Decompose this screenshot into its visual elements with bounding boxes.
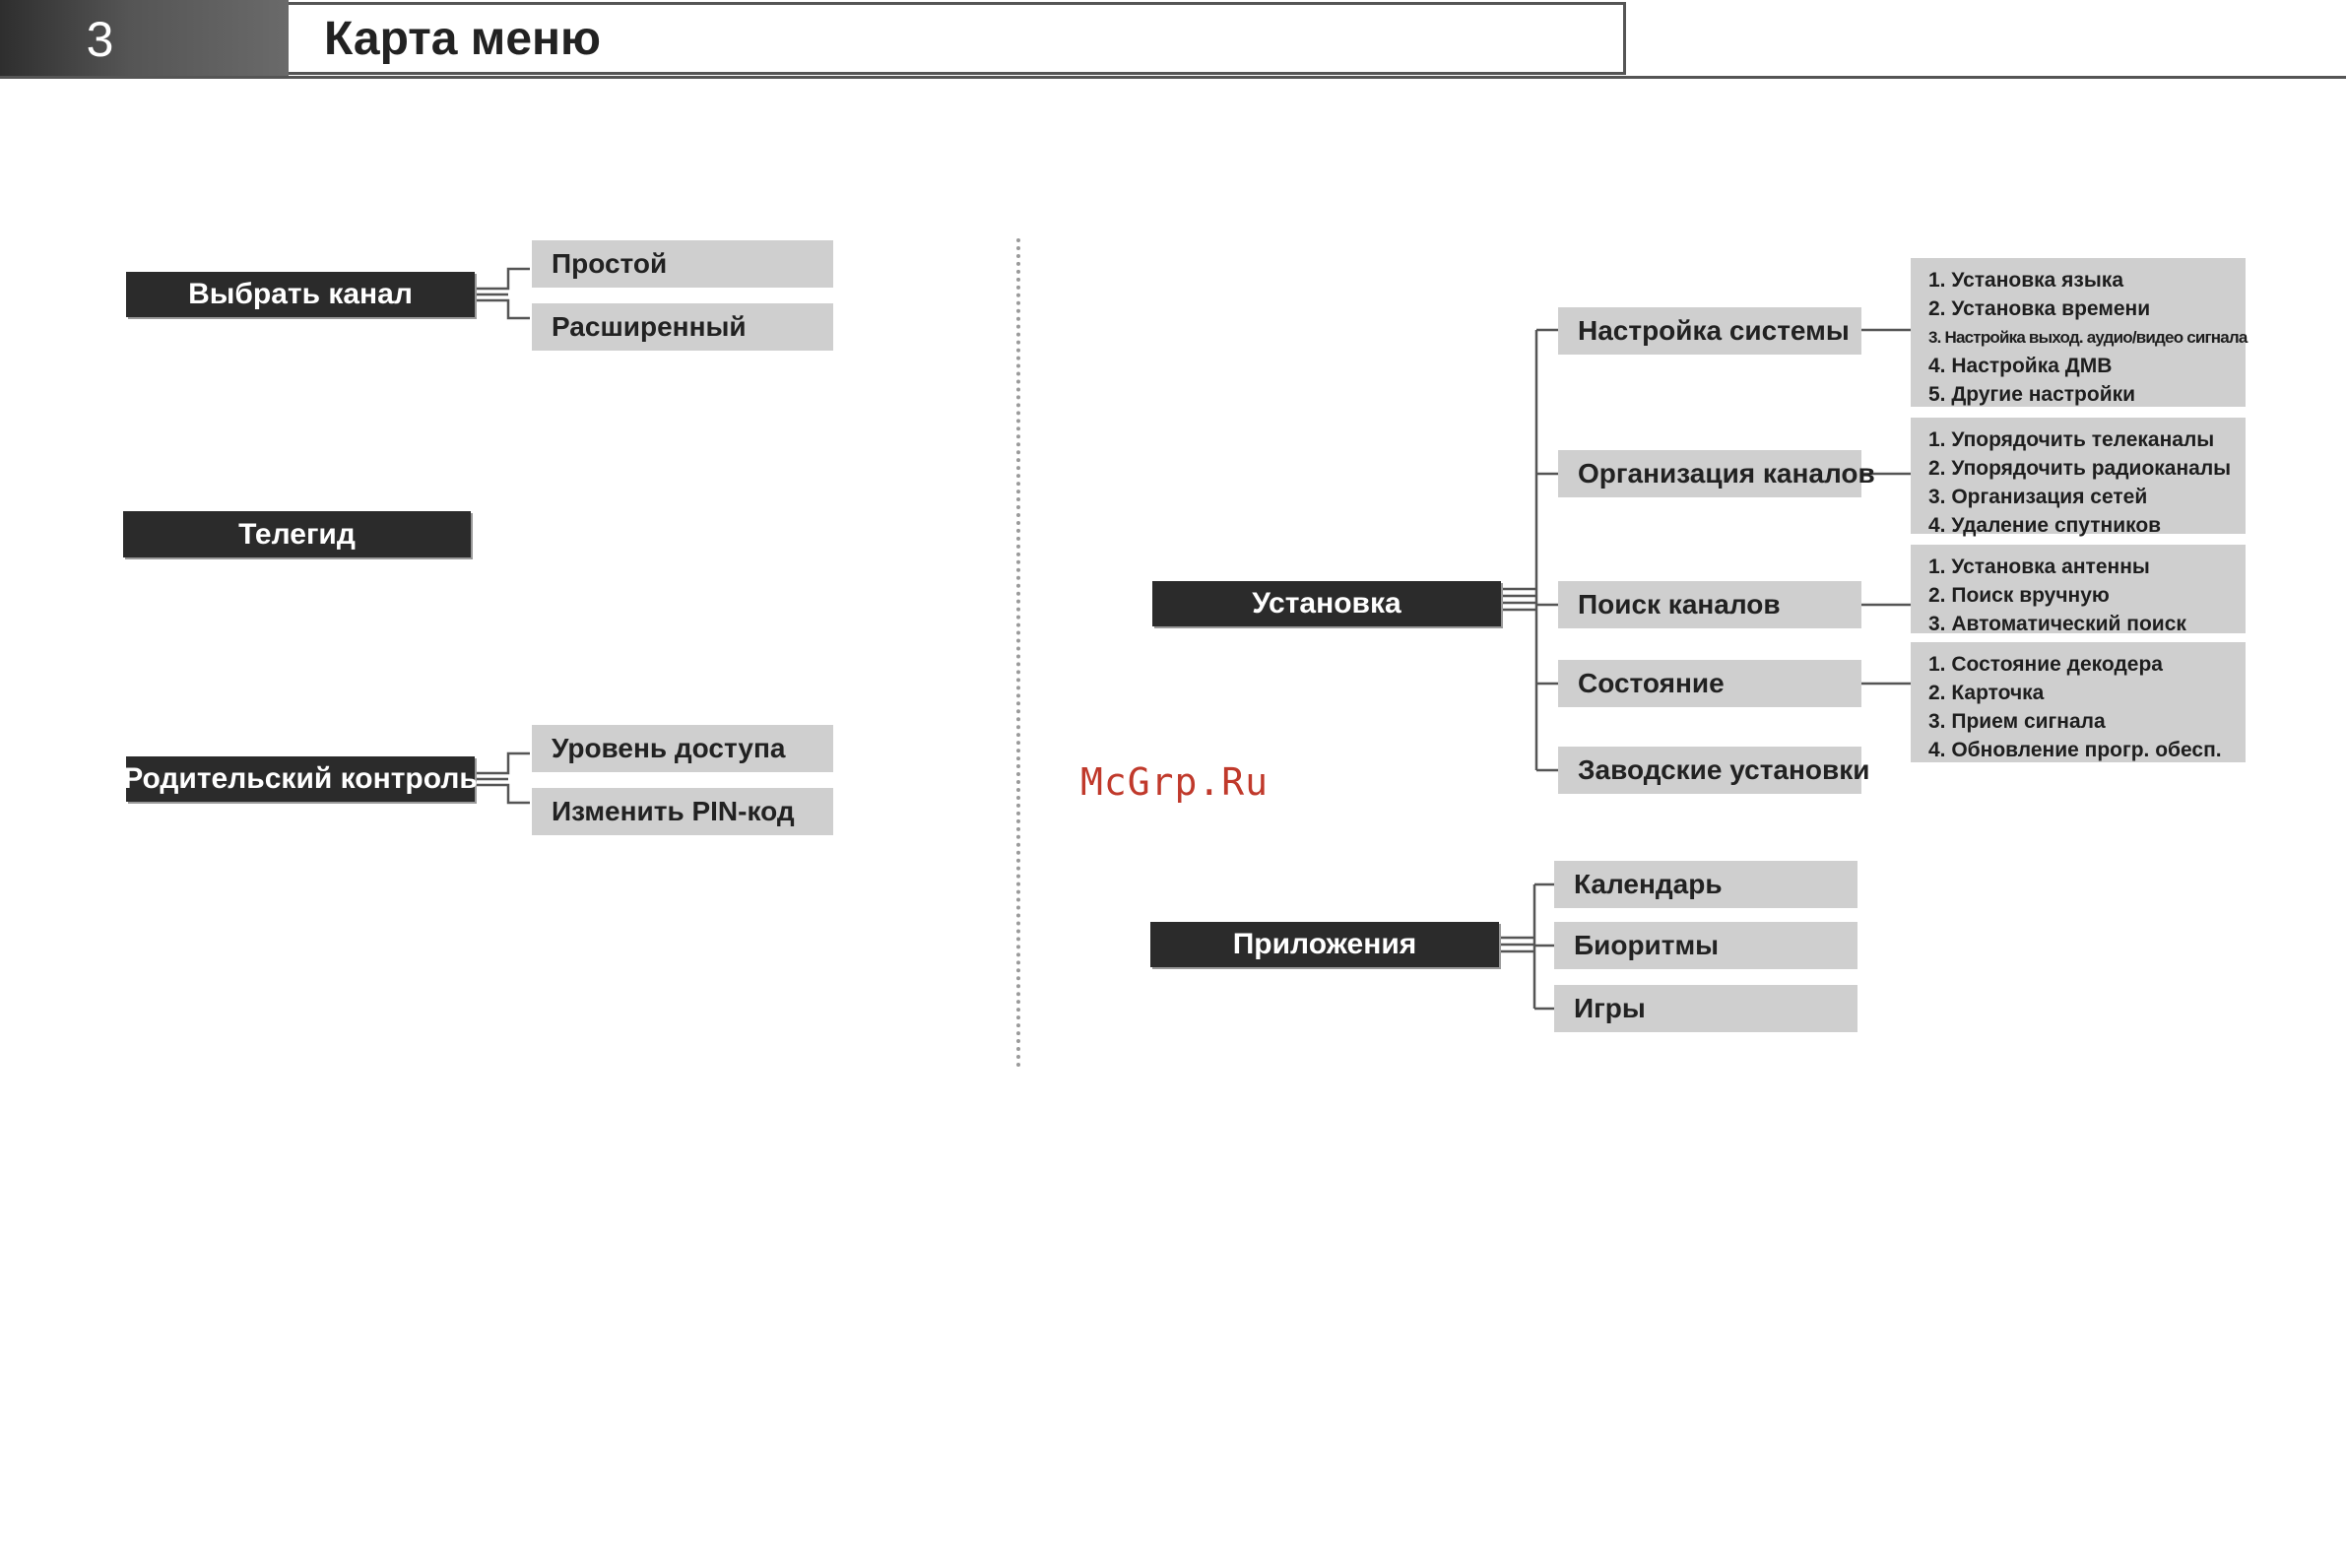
header-rule [0,76,2346,79]
setup-group-system[interactable]: Настройка системы [1558,307,1861,355]
setup-system-item[interactable]: 4. Настройка ДМВ [1928,355,2113,377]
section-number-tab: 3 [0,0,289,79]
watermark: McGrp.Ru [1080,760,1270,804]
setup-search-item[interactable]: 3. Автоматический поиск [1928,613,2186,635]
select-channel-advanced[interactable]: Расширенный [532,303,833,351]
setup-channels-list: 1. Упорядочить телеканалы 2. Упорядочить… [1911,418,2246,537]
setup-system-item[interactable]: 2. Установка времени [1928,297,2151,320]
setup-search-list: 1. Установка антенны 2. Поиск вручную 3.… [1911,545,2246,635]
setup-system-item[interactable]: 1. Установка языка [1928,269,2123,292]
setup-status-item[interactable]: 4. Обновление прогр. обесп. [1928,739,2222,761]
setup-group-status[interactable]: Состояние [1558,660,1861,707]
column-divider [1016,238,1020,1068]
setup-search-item[interactable]: 1. Установка антенны [1928,555,2150,578]
parental-control-box[interactable]: Родительский контроль [123,756,478,802]
setup-channels-item[interactable]: 4. Удаление спутников [1928,514,2162,537]
setup-group-search[interactable]: Поиск каналов [1558,581,1861,628]
applications-box[interactable]: Приложения [1150,922,1499,967]
setup-channels-item[interactable]: 1. Упорядочить телеканалы [1928,428,2215,451]
app-games[interactable]: Игры [1554,985,1857,1032]
setup-system-item[interactable]: 3. Настройка выход. аудио/видео сигнала [1928,328,2248,347]
app-calendar[interactable]: Календарь [1554,861,1857,908]
setup-system-list: 1. Установка языка 2. Установка времени … [1911,258,2248,407]
setup-channels-item[interactable]: 3. Организация сетей [1928,486,2148,508]
setup-status-item[interactable]: 1. Состояние декодера [1928,653,2163,676]
setup-search-item[interactable]: 2. Поиск вручную [1928,584,2110,607]
setup-box[interactable]: Установка [1152,581,1501,626]
app-biorhythms[interactable]: Биоритмы [1554,922,1857,969]
setup-status-list: 1. Состояние декодера 2. Карточка 3. При… [1911,642,2246,762]
parental-change-pin[interactable]: Изменить PIN-код [532,788,833,835]
setup-group-factory[interactable]: Заводские установки [1558,747,1869,794]
page-title: Карта меню [289,2,1626,75]
setup-system-item[interactable]: 5. Другие настройки [1928,383,2136,406]
section-number: 3 [86,12,114,67]
tv-guide-box[interactable]: Телегид [123,511,471,557]
select-channel-simple[interactable]: Простой [532,240,833,288]
select-channel-box[interactable]: Выбрать канал [126,272,475,317]
parental-access-level[interactable]: Уровень доступа [532,725,833,772]
setup-status-item[interactable]: 2. Карточка [1928,682,2045,704]
setup-group-channels[interactable]: Организация каналов [1558,450,1875,497]
setup-channels-item[interactable]: 2. Упорядочить радиоканалы [1928,457,2232,480]
setup-status-item[interactable]: 3. Прием сигнала [1928,710,2106,733]
